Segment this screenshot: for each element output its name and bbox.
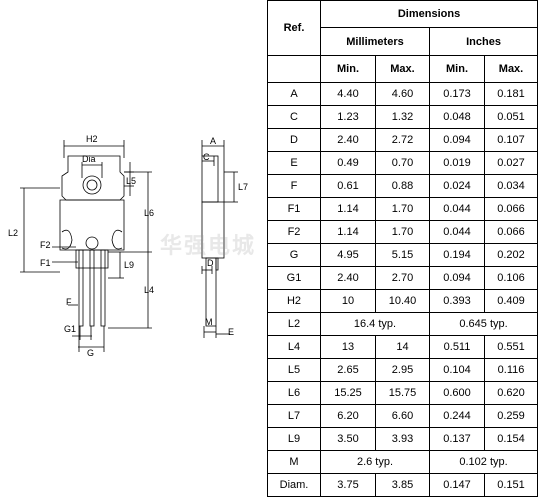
side-view-body — [201, 201, 225, 259]
header-dimensions: Dimensions — [319, 0, 538, 28]
header-millimeters: Millimeters — [320, 27, 430, 56]
table-row: C 1.23 1.32 0.048 0.051 — [267, 105, 538, 129]
table-row: L6 15.25 15.75 0.600 0.620 — [267, 381, 538, 405]
table-row: A 4.40 4.60 0.173 0.181 — [267, 82, 538, 106]
table-row: L9 3.50 3.93 0.137 0.154 — [267, 427, 538, 451]
label-h2: H2 — [86, 134, 98, 144]
label-c: C — [203, 152, 210, 162]
package-drawing: H2 Dia L5 L6 L2 F2 F1 L9 L4 F G1 G A C L… — [8, 134, 248, 358]
table-row: H2 10 10.40 0.393 0.409 — [267, 289, 538, 313]
label-m: M — [205, 317, 213, 327]
header-mm-max: Max. — [375, 55, 430, 83]
label-a: A — [210, 136, 216, 146]
table-row: L2 16.4 typ. 0.645 typ. — [267, 312, 538, 336]
label-g1: G1 — [64, 324, 76, 334]
label-f2: F2 — [40, 240, 51, 250]
body-outline — [59, 199, 125, 251]
label-d: D — [207, 258, 214, 268]
header-ref: Ref. — [267, 0, 321, 56]
label-l7: L7 — [238, 182, 248, 192]
lead-right — [100, 249, 106, 327]
table-row: L7 6.20 6.60 0.244 0.259 — [267, 404, 538, 428]
lead-middle — [89, 249, 95, 327]
mounting-hole — [82, 175, 102, 195]
table-row: F 0.61 0.88 0.024 0.034 — [267, 174, 538, 198]
dimensions-table: Ref. Dimensions Millimeters Inches Min. … — [267, 0, 538, 497]
lead-left — [78, 249, 84, 327]
header-in-min: Min. — [429, 55, 485, 83]
table-row: L4 13 14 0.511 0.551 — [267, 335, 538, 359]
label-l2: L2 — [8, 228, 18, 238]
table-row: G 4.95 5.15 0.194 0.202 — [267, 243, 538, 267]
label-f: F — [66, 297, 72, 307]
label-l5: L5 — [126, 176, 136, 186]
side-view-tab — [201, 155, 219, 203]
label-l6: L6 — [144, 208, 154, 218]
label-f1: F1 — [40, 258, 51, 268]
table-row: G1 2.40 2.70 0.094 0.106 — [267, 266, 538, 290]
table-row: D 2.40 2.72 0.094 0.107 — [267, 128, 538, 152]
side-view-lead — [205, 257, 217, 327]
header-in-max: Max. — [483, 55, 538, 83]
table-row: Diam. 3.75 3.85 0.147 0.151 — [267, 473, 538, 497]
table-row: F2 1.14 1.70 0.044 0.066 — [267, 220, 538, 244]
header-mm-min: Min. — [320, 55, 376, 83]
label-dia: Dia — [82, 154, 96, 164]
table-row: F1 1.14 1.70 0.044 0.066 — [267, 197, 538, 221]
label-e: E — [228, 327, 234, 337]
header-inches: Inches — [428, 27, 538, 56]
label-l9: L9 — [124, 260, 134, 270]
label-l4: L4 — [144, 285, 154, 295]
label-g: G — [87, 348, 94, 358]
table-row: L5 2.65 2.95 0.104 0.116 — [267, 358, 538, 382]
table-row: E 0.49 0.70 0.019 0.027 — [267, 151, 538, 175]
table-row: M 2.6 typ. 0.102 typ. — [267, 450, 538, 474]
